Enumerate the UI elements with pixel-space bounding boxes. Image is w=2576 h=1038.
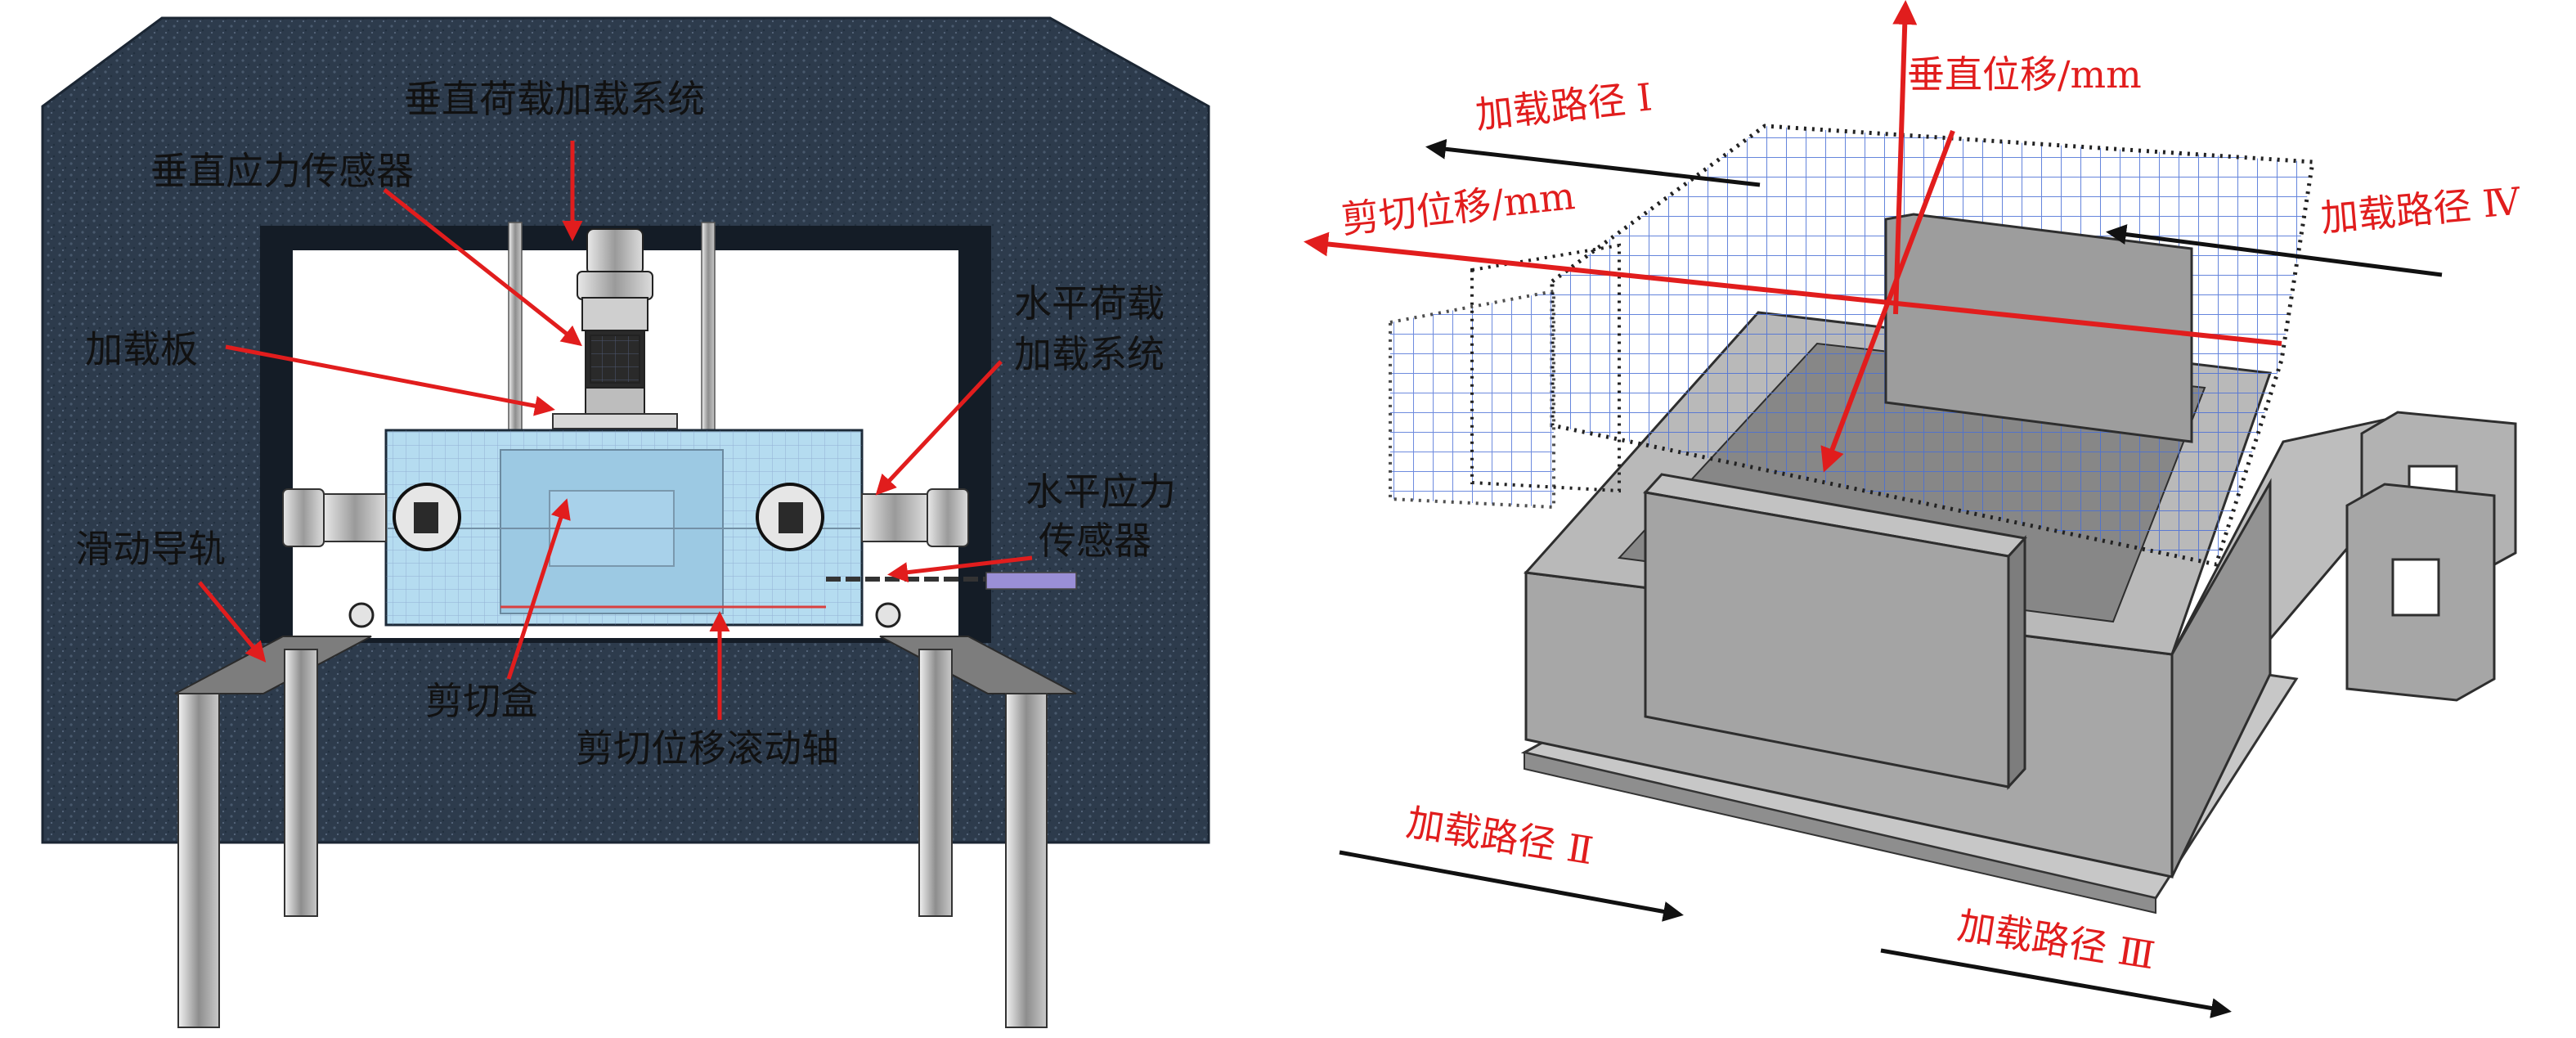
load-path-arrows <box>1339 138 2443 1018</box>
label-shear-displacement-roller: 剪切位移滚动轴 <box>576 726 839 771</box>
front-loading-plate-face <box>1644 491 2010 789</box>
reaction-column <box>508 222 523 443</box>
label-loading-plate: 加载板 <box>85 327 198 371</box>
loading-plate <box>552 413 678 429</box>
displacement-axes <box>1304 0 2282 473</box>
label-horizontal-load-system-l1: 水平荷载 <box>1014 281 1165 326</box>
label-horizontal-stress-sensor-l1: 水平应力 <box>1025 470 1176 514</box>
horizontal-stress-sensor <box>985 572 1077 590</box>
label-sliding-rail: 滑动导轨 <box>75 527 226 571</box>
lower-box-right-face <box>2170 478 2272 878</box>
right-horizontal-actuator <box>861 488 969 547</box>
left-annotation-arrows <box>198 141 1033 720</box>
horizontal-loading-port <box>393 483 824 551</box>
label-vertical-stress-sensor: 垂直应力传感器 <box>150 149 414 193</box>
label-horizontal-stress-sensor-l2: 传感器 <box>1039 519 1151 563</box>
label-vertical-displacement: 垂直位移/mm <box>1907 52 2142 97</box>
front-loading-plate-side <box>2007 535 2026 790</box>
sliding-rail-right <box>879 636 1077 1028</box>
label-horizontal-load-system-l2: 加载系统 <box>1014 332 1165 376</box>
base-plate-edge <box>1524 751 2156 914</box>
roller-wheel <box>348 602 375 628</box>
label-vertical-load-system: 垂直荷载加载系统 <box>404 77 705 121</box>
left-panel <box>41 16 1210 1028</box>
roller-wheel <box>875 602 901 628</box>
support-block-hole <box>2391 558 2440 617</box>
right-panel <box>1304 0 2517 1018</box>
label-shear-box: 剪切盒 <box>425 679 538 723</box>
left-horizontal-actuator <box>282 488 387 547</box>
sliding-rail-left <box>174 636 372 1028</box>
reaction-column <box>701 222 716 443</box>
rear-loading-plate <box>1884 213 2193 443</box>
vertical-actuator <box>577 228 653 415</box>
